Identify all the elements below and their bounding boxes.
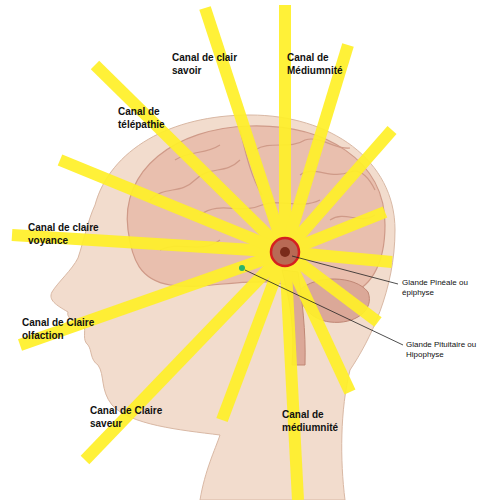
leader-line [245,270,403,345]
channel-label: Canal de Claire saveur [90,405,166,430]
pineal-circle [271,238,299,266]
gland-label: Glande Pituitaire ou Hipophyse [406,340,494,360]
channel-label: Canal de clair savoir [172,52,244,77]
channel-label: Canal de claire voyance [28,222,112,247]
leader-line [292,256,398,284]
yellow-rays [12,5,392,500]
gland-label: Glande Pinéale ou épiphyse [402,278,484,298]
channel-label: Canal de médiumnité [282,409,346,434]
pineal-core [280,247,290,257]
channel-label: Canal de Claire olfaction [22,317,110,342]
channel-label: Canal de Médiumnité [287,52,351,77]
head-silhouette [51,115,395,500]
pituitary-dot [239,265,245,271]
channel-label: Canal de télépathie [118,106,180,131]
